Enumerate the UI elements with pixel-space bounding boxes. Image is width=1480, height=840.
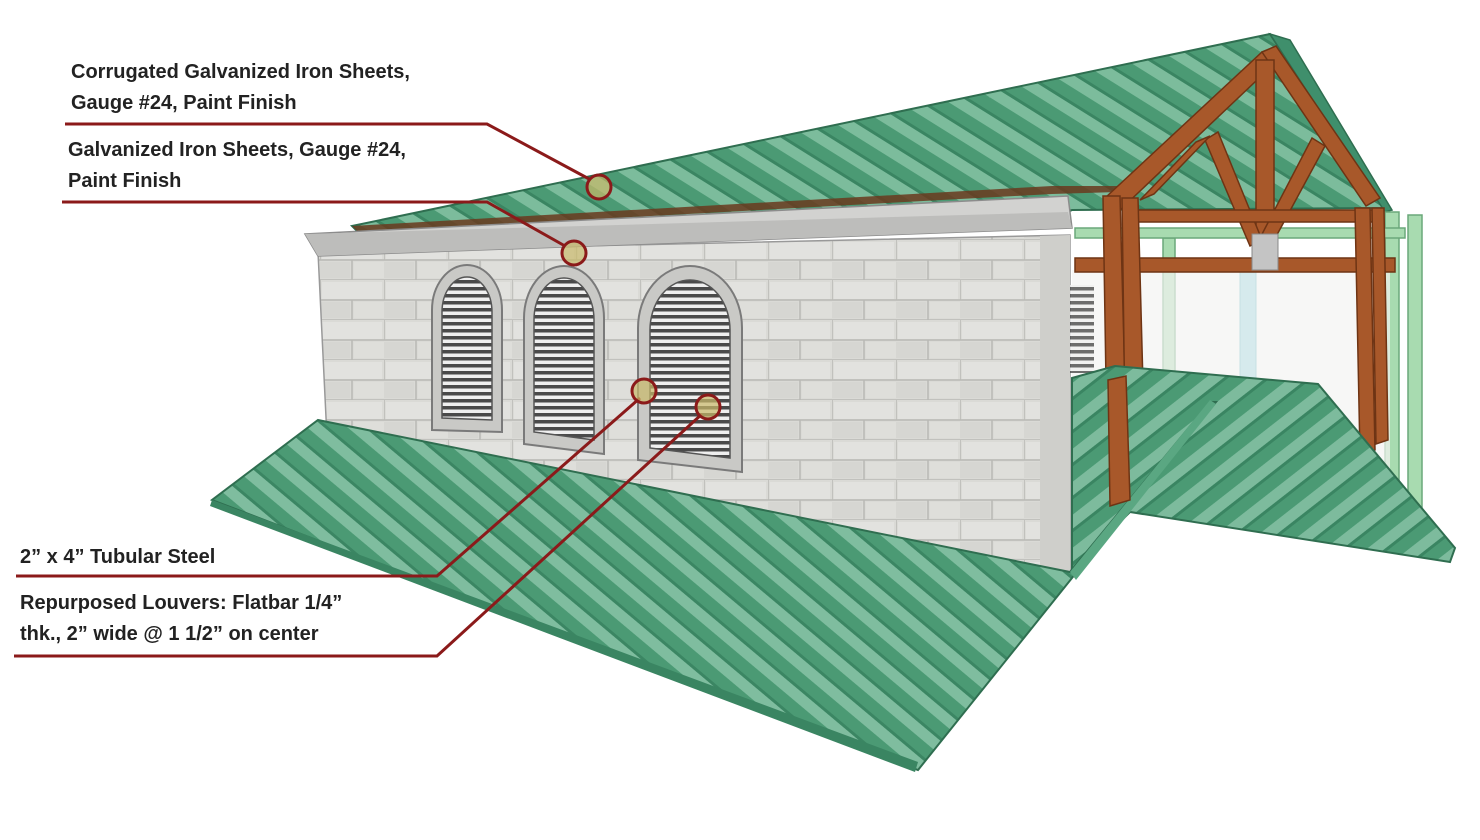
callout-fascia-sheets: Galvanized Iron Sheets, Gauge #24, Paint… — [68, 135, 406, 197]
marker-louvers — [694, 393, 722, 421]
coping-face — [305, 212, 1072, 256]
arched-window-2 — [523, 265, 605, 456]
side-louver — [1070, 285, 1094, 373]
front-posts — [1107, 375, 1131, 508]
leader-lines — [14, 122, 704, 658]
roof-edge-trim — [352, 186, 1120, 232]
truss-plate — [1251, 233, 1279, 271]
marker-roof — [585, 173, 613, 201]
callout-tubular-steel: 2” x 4” Tubular Steel — [20, 542, 215, 573]
leader-fascia — [62, 200, 566, 248]
callout-line: Repurposed Louvers: Flatbar 1/4” — [20, 592, 343, 614]
callout-line: Paint Finish — [68, 170, 182, 192]
callout-markers — [560, 173, 722, 421]
callout-line: Galvanized Iron Sheets, Gauge #24, — [68, 139, 406, 161]
leader-roof — [65, 122, 592, 182]
front-roof-side — [1070, 400, 1216, 580]
leader-tubular-steel — [16, 396, 641, 578]
callout-line: Gauge #24, Paint Finish — [71, 92, 297, 114]
arched-window-1 — [431, 264, 503, 434]
wall-shade — [1040, 235, 1070, 578]
marker-fascia — [560, 239, 588, 267]
callout-roof-sheets: Corrugated Galvanized Iron Sheets, Gauge… — [71, 57, 410, 119]
front-roof-edge — [210, 500, 918, 772]
callout-line: thk., 2” wide @ 1 1/2” on center — [20, 623, 319, 645]
callout-line: Corrugated Galvanized Iron Sheets, — [71, 61, 410, 83]
leader-louvers — [14, 412, 704, 658]
arched-window-3 — [637, 265, 743, 474]
front-roof-lower — [218, 426, 1062, 762]
callout-line: 2” x 4” Tubular Steel — [20, 546, 216, 568]
marker-tubular-steel — [630, 377, 658, 405]
callout-louvers: Repurposed Louvers: Flatbar 1/4” thk., 2… — [20, 588, 342, 650]
